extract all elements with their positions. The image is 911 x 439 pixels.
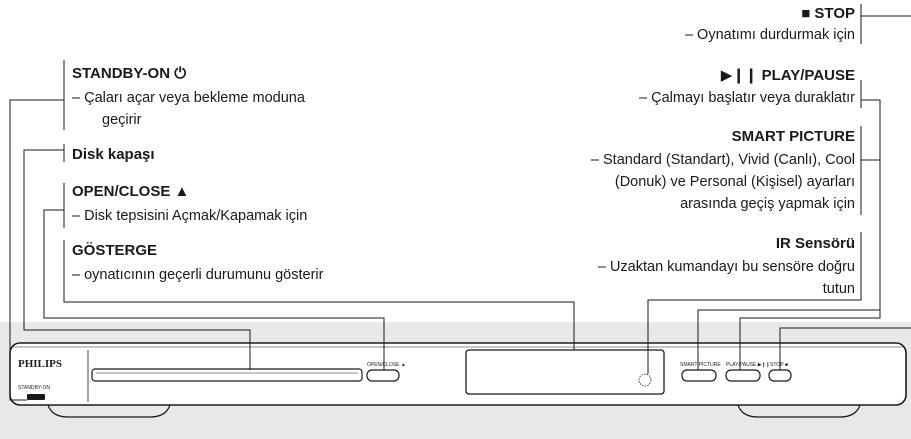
standby-desc-2: geçirir [102, 112, 142, 128]
leader-disc-tray [23, 149, 251, 370]
leader-stop [860, 4, 911, 28]
standby-label: STANDBY-ON [18, 385, 50, 391]
ir-sensor-desc-1: – Uzaktan kumandayı bu sensöre doğru [597, 259, 855, 275]
display-title: GÖSTERGE [72, 242, 158, 259]
play-pause-title: ▶❙❙ PLAY/PAUSE [720, 67, 855, 84]
foot-left [47, 404, 171, 418]
leader-stop-button [779, 327, 911, 370]
disc-tray-title: Disk kapaşı [72, 146, 155, 163]
ir-sensor-desc-2: tutun [822, 281, 855, 297]
smart-picture-label: SMART PICTURE [680, 362, 721, 368]
foot-right [737, 404, 861, 418]
play-pause-desc: – Çalmayı başlatır veya duraklatır [639, 90, 855, 106]
leader-smart-picture [697, 159, 881, 370]
play-pause-label: PLAY/PAUSE ▶❙❙ [726, 362, 770, 368]
open-close-title: OPEN/CLOSE ▲ [72, 183, 190, 200]
stop-label: STOP ■ [770, 362, 788, 368]
smart-picture-title: SMART PICTURE [731, 128, 855, 145]
stop-title: ■ STOP [801, 5, 855, 22]
play-pause-button-shape [725, 369, 761, 382]
smart-picture-button-shape [681, 369, 717, 382]
open-close-button-shape [366, 369, 400, 382]
smart-picture-desc-1: – Standard (Standart), Vivid (Canlı), Co… [590, 152, 855, 168]
disc-tray [91, 368, 363, 382]
brand-logo: PHILIPS [18, 358, 62, 370]
display-window [465, 349, 665, 395]
standby-desc-1: – Çaları açar veya bekleme moduna [72, 90, 305, 106]
open-close-desc: – Disk tepsisini Açmak/Kapamak için [72, 208, 308, 224]
standby-title: STANDBY-ON ⏻ [72, 65, 187, 82]
stop-desc: – Oynatımı durdurmak için [684, 27, 855, 43]
standby-button-shape [27, 394, 45, 400]
smart-picture-desc-3: arasında geçiş yapmak için [680, 196, 855, 212]
stop-button-shape [768, 369, 792, 382]
ir-sensor-title: IR Sensörü [775, 235, 855, 252]
smart-picture-desc-2: (Donuk) ve Personal (Kişisel) ayarları [614, 174, 855, 190]
display-desc: – oynatıcının geçerli durumunu gösterir [72, 267, 324, 283]
open-close-label: OPEN/CLOSE ▲ [367, 362, 406, 368]
ir-sensor [638, 373, 652, 387]
